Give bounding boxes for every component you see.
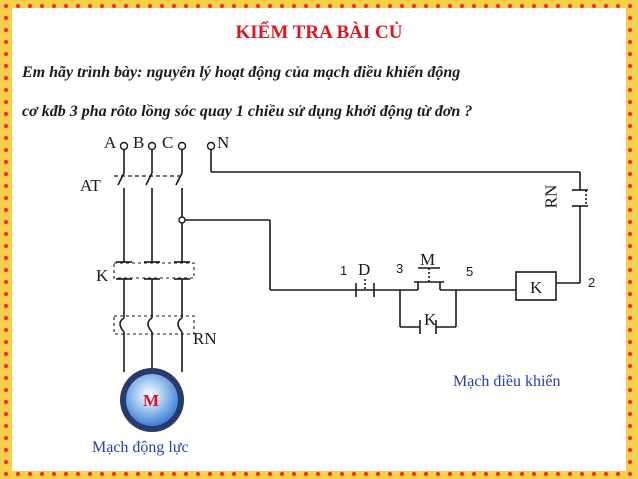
node-5-label: 5 [466, 264, 474, 279]
question-line-1: Em hãy trình bày: nguyên lý hoạt động củ… [22, 64, 461, 81]
terminal-a [119, 141, 129, 151]
node-2-label: 2 [588, 275, 596, 290]
thermal-relay-box [113, 315, 195, 335]
motor-label: M [142, 391, 160, 410]
neutral-line [210, 150, 581, 283]
start-button-label: M [420, 250, 436, 269]
hold-contact-label: K [424, 310, 437, 329]
node-3-label: 3 [396, 261, 404, 276]
junction-c-control [178, 216, 186, 224]
contactor-label: K [96, 266, 109, 285]
terminal-c-label: C [162, 133, 174, 152]
control-circuit-caption: Mạch điều khiển [453, 373, 561, 390]
question-line-2: cơ kđb 3 pha rôto lồng sóc quay 1 chiều … [22, 103, 473, 120]
terminal-n [206, 141, 216, 151]
contactor-main-contacts [113, 261, 195, 280]
thermal-nc-contact [572, 189, 588, 207]
hold-contact-k [399, 290, 457, 334]
motor [120, 368, 184, 432]
terminal-c [177, 141, 187, 151]
coil-k [515, 271, 557, 301]
terminal-b-label: B [133, 133, 145, 152]
stop-button-d [352, 279, 378, 297]
page-title: KIỂM TRA BÀI CỦ [235, 22, 403, 43]
stop-button-label: D [358, 260, 371, 279]
thermal-contact-label: RN [541, 184, 561, 209]
node-1-label: 1 [340, 263, 348, 278]
start-button-m [414, 267, 444, 290]
terminal-n-label: N [217, 133, 230, 152]
terminal-b [147, 141, 157, 151]
phase-a-line [117, 150, 125, 372]
terminal-a-label: A [104, 133, 117, 152]
power-circuit-caption: Mạch động lực [92, 439, 189, 456]
coil-label: K [530, 278, 543, 297]
phase-c-line [175, 150, 183, 372]
phase-b-line [145, 150, 153, 368]
thermal-relay-label: RN [193, 329, 217, 348]
control-line [182, 219, 580, 291]
breaker-label: AT [80, 176, 101, 195]
